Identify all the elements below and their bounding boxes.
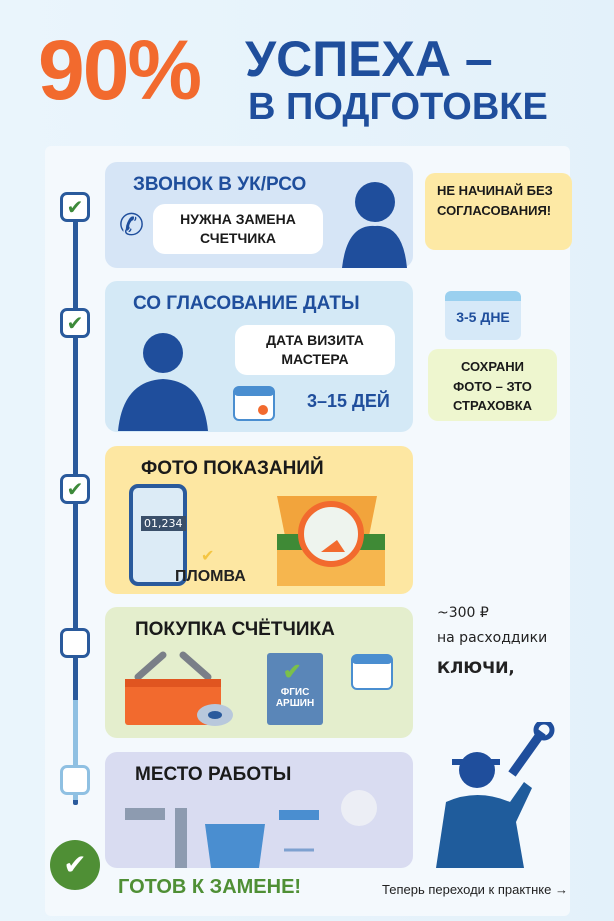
worker-with-wrench-icon [436,722,555,868]
step-title: ФОТО ПОКАЗАНИЙ [141,458,324,479]
photo-tip-note: СОХРАНИ ФОТО – ЗТО СТРАХОВКА [428,349,557,421]
person-on-phone-icon [118,333,208,431]
tape-icon [197,704,233,726]
timeline-line [73,205,78,805]
step-title: МЕСТО РАБОТЫ [135,764,292,785]
toolbox-icon [125,651,221,725]
calendar-icon [233,386,275,421]
price-text: ~300 ₽ [437,605,489,621]
step-checkbox-2[interactable]: ✔ [60,308,90,338]
smartphone-icon: 01,234 [129,484,187,586]
step-card-date: СО ГЛАСОВАНИЕ ДАТЫ ДАТА ВИЗИТА МАСТЕРА 3… [105,281,413,432]
step-title: ЗВОНОК В УК/РСО [133,174,307,195]
step-title: ПОКУПКА СЧЁТЧИКА [135,619,335,640]
document-icon: ✔ФГИС АРШИН [267,653,323,725]
check-icon: ✔ [201,546,215,565]
headline-line2: В ПОДГОТОВКЕ [248,86,548,128]
person-icon [342,182,407,268]
warning-note: НЕ НАЧИНАЙ БЕЗ СОГЛАСОВАНИЯ! [425,173,572,250]
step-card-call: ЗВОНОК В УК/РСО ✆ НУЖНА ЗАМЕНА СЧЕТЧИКА [105,162,413,268]
headline-line1: УСПЕХА – [245,31,493,87]
days-range: 3–15 ДЕЙ [307,391,390,411]
ready-check-icon: ✔ [50,840,100,890]
speech-bubble: ДАТА ВИЗИТА МАСТЕРА [235,325,395,375]
keys-text: КЛЮЧИ, [437,658,515,677]
step-checkbox-3[interactable]: ✔ [60,474,90,504]
step-card-purchase: ПОКУПКА СЧЁТЧИКА ✔ФГИС АРШИН [105,607,413,738]
headline-percent: 90% [38,23,202,117]
step-card-workplace: МЕСТО РАБОТЫ [105,752,413,868]
seal-label: ПЛОМВА [175,568,246,585]
plumbing-illustration [125,790,377,868]
document-label: ФГИС АРШИН [275,687,315,709]
calendar-icon [351,654,393,690]
meter-reading: 01,234 [141,516,186,531]
step-checkbox-4[interactable] [60,628,90,658]
timeline-line-pending [73,700,78,800]
calendar-note: 3-5 ДНЕ [445,291,521,340]
step-checkbox-1[interactable]: ✔ [60,192,90,222]
consumables-text: на расходдики [437,630,548,646]
next-step-link[interactable]: Теперь переходи к практнке → [382,882,568,897]
phone-icon: ✆ [119,208,145,243]
ready-label: ГОТОВ К ЗАМЕНЕ! [118,876,302,898]
step-title: СО ГЛАСОВАНИЕ ДАТЫ [133,293,360,314]
speech-bubble: НУЖНА ЗАМЕНА СЧЕТЧИКА [153,204,323,254]
step-card-photo: ФОТО ПОКАЗАНИЙ 01,234 ✔ ПЛОМВА [105,446,413,594]
meter-box-icon [277,496,385,586]
step-checkbox-5[interactable] [60,765,90,795]
